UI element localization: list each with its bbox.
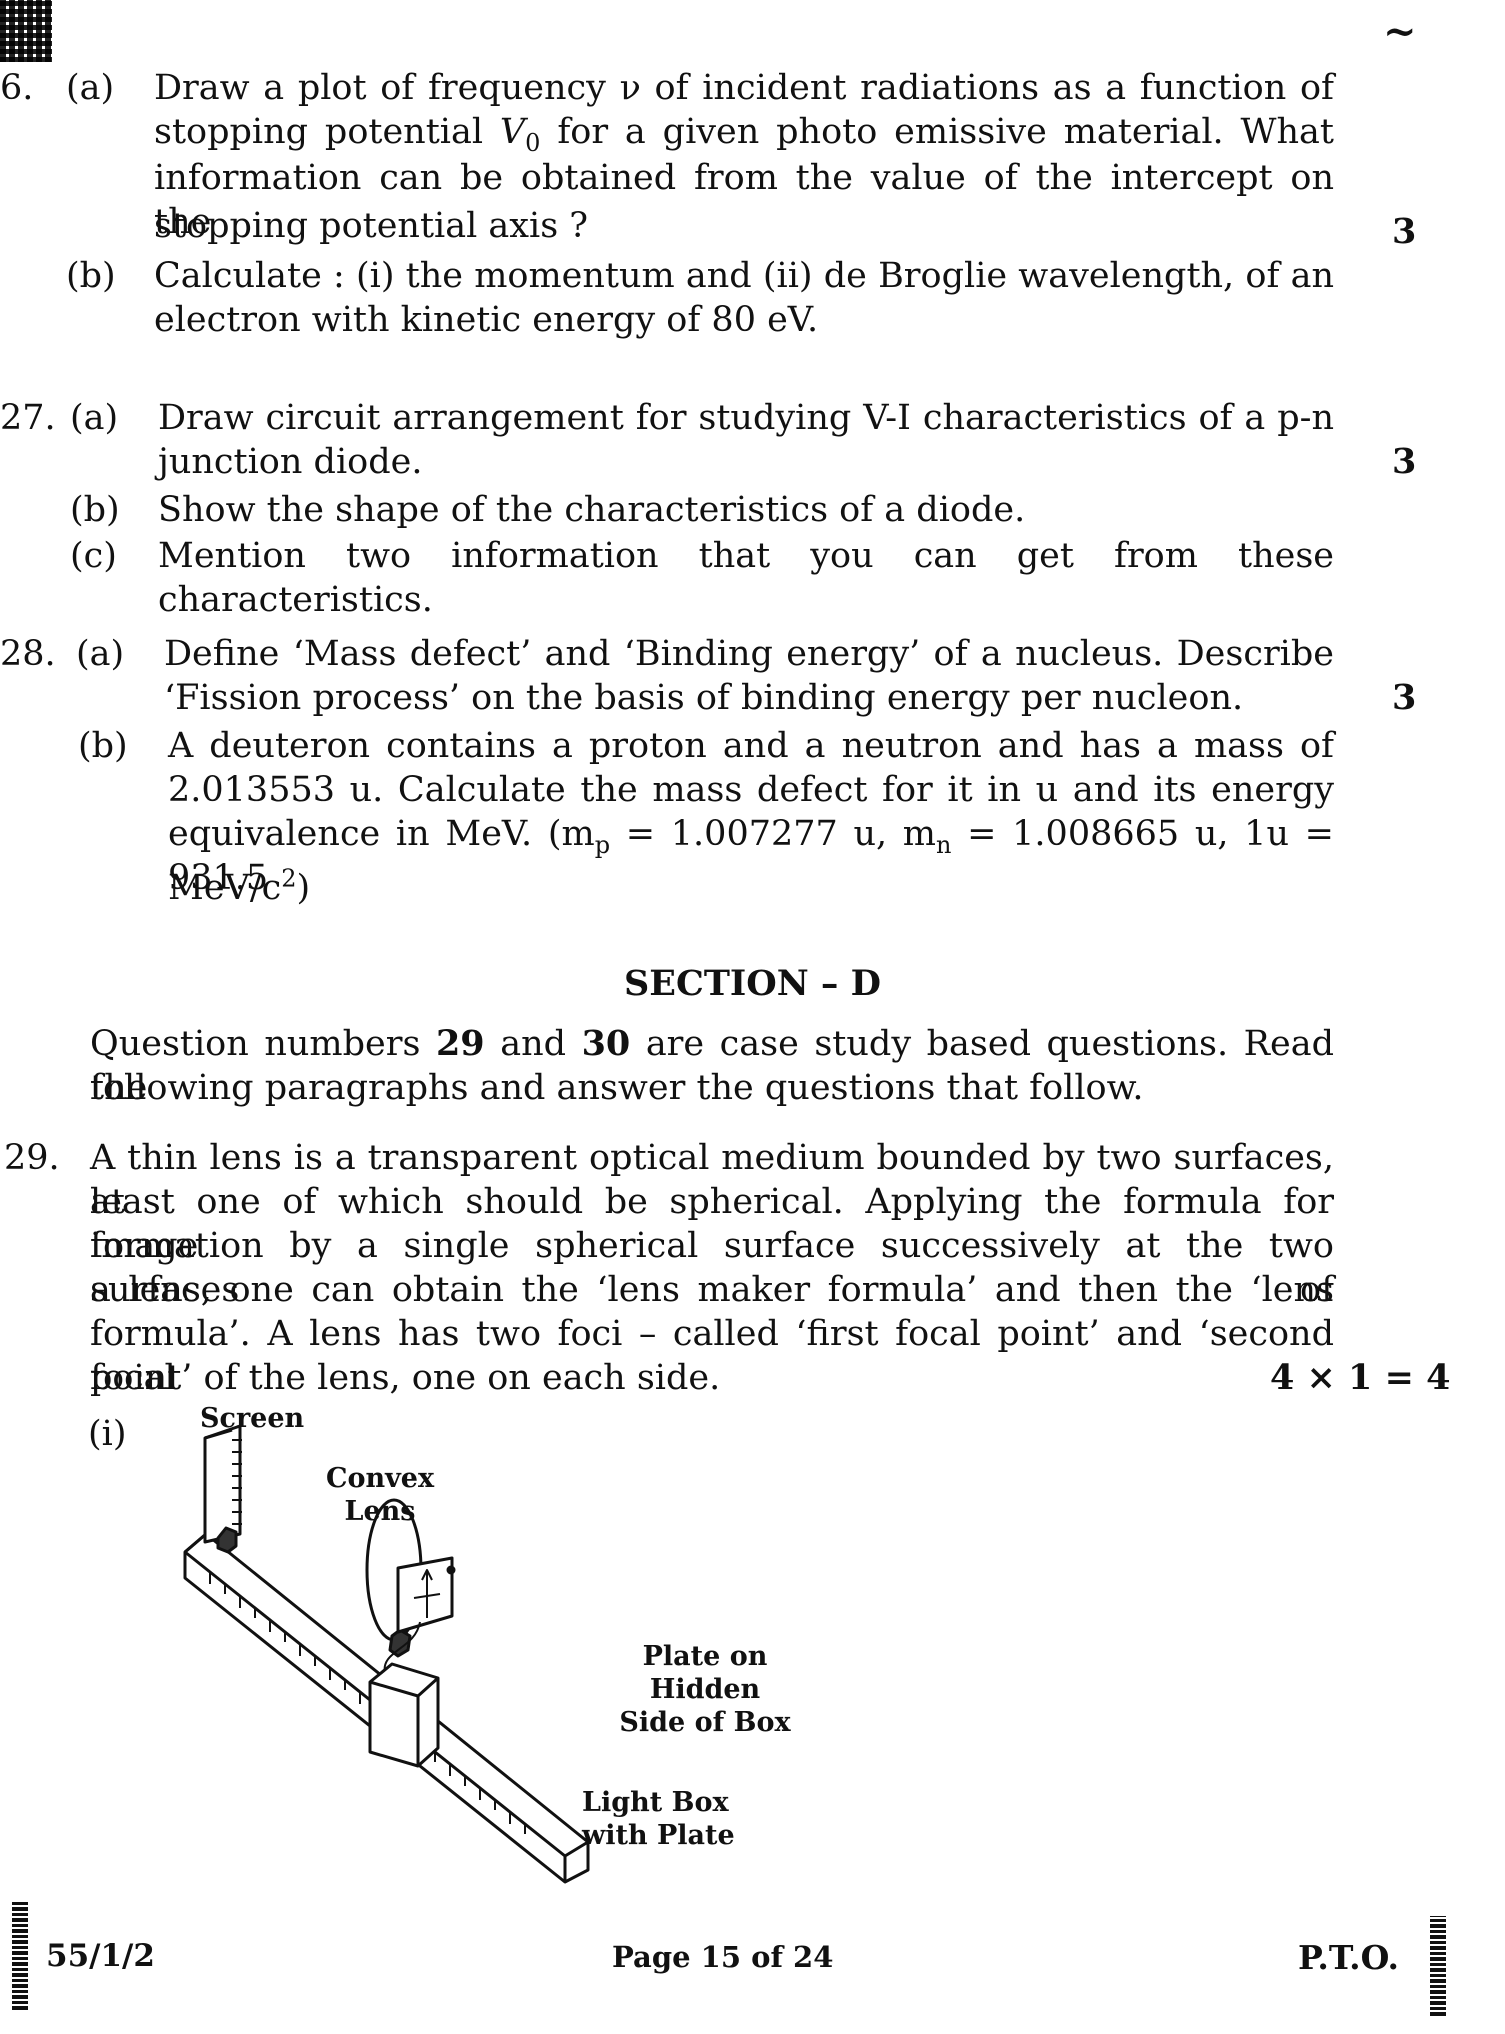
q28-b-line1: A deuteron contains a proton and a neutr… (168, 726, 1334, 766)
q29-line5: formula’. A lens has two foci – called ‘… (90, 1314, 1334, 1398)
q26-number: 6. (0, 68, 34, 108)
section-intro-line2: following paragraphs and answer the ques… (90, 1068, 1144, 1108)
q26-a-line1: Draw a plot of frequency ν of incident r… (154, 68, 1334, 108)
q28-b-line4: MeV/c2) (168, 864, 311, 908)
page-number: Page 15 of 24 (612, 1940, 834, 1974)
plate (396, 1556, 454, 1634)
q26-a-label: (a) (66, 68, 115, 108)
q29-line2: least one of which should be spherical. … (90, 1182, 1334, 1266)
left-barcode (12, 1900, 28, 2010)
q29-line3: formation by a single spherical surface … (90, 1226, 1334, 1310)
q28-a-line2: ‘Fission process’ on the basis of bindin… (164, 678, 1244, 718)
q28-a-line1: Define ‘Mass defect’ and ‘Binding energy… (164, 634, 1334, 674)
q27-a-label: (a) (70, 398, 119, 438)
q27-c-label: (c) (70, 536, 117, 576)
corner-mark: ~ (1383, 8, 1417, 55)
q28-b-label: (b) (78, 726, 128, 766)
q29-line1: A thin lens is a transparent optical med… (90, 1138, 1334, 1222)
q28-b-line3: equivalence in MeV. (mp = 1.007277 u, mn… (168, 814, 1335, 898)
q27-a-line1: Draw circuit arrangement for studying V-… (158, 398, 1334, 438)
q26-b-line2: electron with kinetic energy of 80 eV. (154, 300, 819, 340)
q29-marks: 4 × 1 = 4 (1270, 1357, 1451, 1398)
light-box (368, 1662, 440, 1768)
q28-a-label: (a) (76, 634, 125, 674)
bench-scale-ticks (209, 1572, 526, 1834)
label-screen: Screen (200, 1403, 305, 1434)
q27-marks: 3 (1392, 441, 1417, 482)
q26-a-line4: stopping potential axis ? (154, 206, 589, 246)
qr-code (0, 0, 52, 62)
q29-line4: a lens, one can obtain the ‘lens maker f… (90, 1270, 1334, 1310)
right-barcode (1430, 1916, 1446, 2016)
q27-number: 27. (0, 398, 56, 438)
q28-b-line2: 2.013553 u. Calculate the mass defect fo… (168, 770, 1334, 810)
section-title: SECTION – D (624, 963, 881, 1004)
q27-a-line2: junction diode. (158, 442, 423, 482)
q27-c-text: Mention two information that you can get… (158, 536, 1334, 620)
pto-text: P.T.O. (1298, 1938, 1399, 1977)
q29-line6: point’ of the lens, one on each side. (90, 1358, 721, 1398)
q26-a-line2: stopping potential V0 for a given photo … (154, 112, 1334, 157)
section-intro-line1: Question numbers 29 and 30 are case stud… (90, 1023, 1334, 1108)
q26-marks: 3 (1392, 211, 1417, 252)
q26-a-line3: information can be obtained from the val… (154, 158, 1334, 242)
q27-b-label: (b) (70, 490, 120, 530)
paper-code: 55/1/2 (46, 1938, 155, 1974)
q29-number: 29. (4, 1138, 60, 1178)
q28-number: 28. (0, 634, 56, 674)
q27-b-text: Show the shape of the characteristics of… (158, 490, 1026, 530)
optical-bench-figure (183, 1424, 590, 1884)
q26-b-line1: Calculate : (i) the momentum and (ii) de… (154, 256, 1334, 296)
q28-marks: 3 (1392, 677, 1417, 718)
q29-sub-label: (i) (88, 1414, 127, 1454)
q26-b-label: (b) (66, 256, 116, 296)
